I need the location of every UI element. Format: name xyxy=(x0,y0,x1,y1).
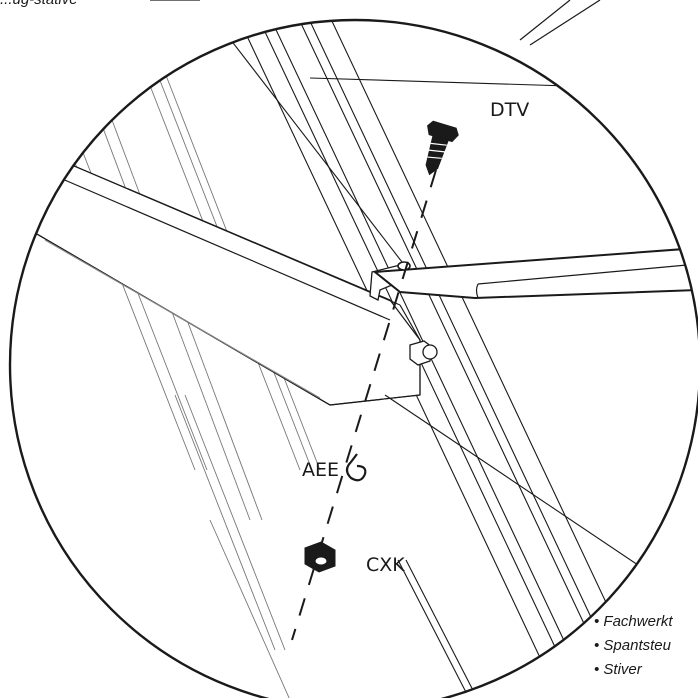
legend: • Fachwerkt • Spantsteu • Stiver xyxy=(594,613,673,678)
magnifier-circle xyxy=(8,18,698,698)
rod xyxy=(372,246,698,300)
spring-washer-icon xyxy=(345,453,367,482)
bolt-icon xyxy=(425,120,459,176)
assembly-axis xyxy=(291,169,437,641)
nut-icon xyxy=(304,541,336,573)
legend-item-3: • Stiver xyxy=(594,661,643,678)
cross-beam xyxy=(29,159,421,406)
top-left-partial-label: ...ug-stative xyxy=(0,0,78,8)
external-leaders xyxy=(150,0,601,46)
background-rails xyxy=(69,59,321,698)
nut-label: CXK xyxy=(366,554,405,576)
washer-label: AEE xyxy=(302,459,339,481)
legend-item-2: • Spantsteu xyxy=(594,637,672,654)
bolt-label: DTV xyxy=(490,99,529,121)
detail-content xyxy=(29,20,698,698)
legend-item-1: • Fachwerkt xyxy=(594,613,673,630)
